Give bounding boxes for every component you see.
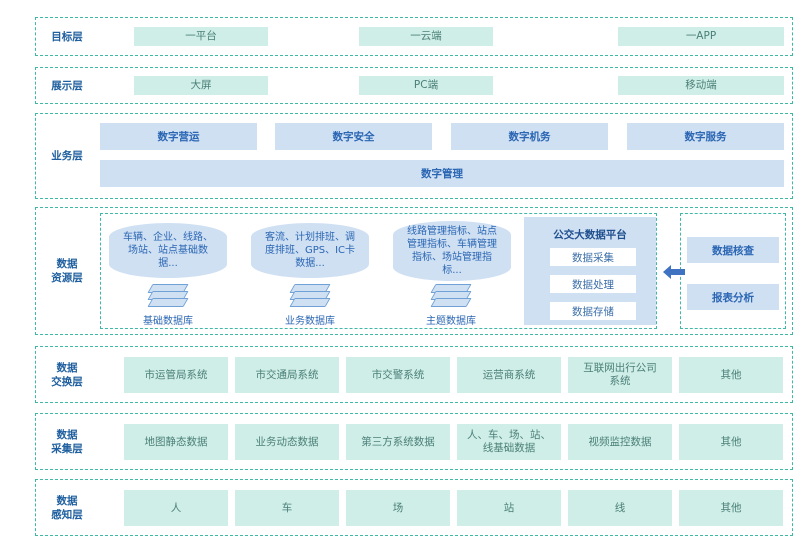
database-stack-icon — [146, 284, 190, 310]
sense-item-person[interactable]: 人 — [124, 490, 228, 526]
database-business-label: 业务数据库 — [285, 316, 335, 327]
layer-label: 业务层 — [51, 150, 83, 162]
exchange-item-operator[interactable]: 运营商系统 — [457, 357, 561, 393]
collect-item-map[interactable]: 地图静态数据 — [124, 424, 228, 460]
exchange-item-traffic-bureau[interactable]: 市交通局系统 — [235, 357, 339, 393]
exchange-item-police[interactable]: 市交警系统 — [346, 357, 450, 393]
collect-item-video[interactable]: 视频监控数据 — [568, 424, 672, 460]
display-item-screen[interactable]: 大屏 — [134, 76, 268, 95]
collect-item-basic[interactable]: 人、车、场、站、 线基础数据 — [457, 424, 561, 460]
arrow-left-icon — [663, 265, 685, 279]
database-basic-label: 基础数据库 — [143, 316, 193, 327]
business-item-safety[interactable]: 数字安全 — [275, 123, 432, 150]
layer-label: 展示层 — [51, 79, 83, 92]
bigdata-platform[interactable]: 公交大数据平台 数据采集 数据处理 数据存储 — [524, 217, 656, 325]
platform-item-collect[interactable]: 数据采集 — [550, 248, 636, 266]
business-layer: 业务层 数字营运 数字安全 数字机务 数字服务 数字管理 — [35, 113, 793, 199]
target-item-platform[interactable]: 一平台 — [134, 27, 268, 46]
collect-item-business[interactable]: 业务动态数据 — [235, 424, 339, 460]
database-business-content[interactable]: 客流、计划排班、调 度排班、GPS、IC卡 数据... — [251, 223, 369, 278]
collect-item-third-party[interactable]: 第三方系统数据 — [346, 424, 450, 460]
sense-item-line[interactable]: 线 — [568, 490, 672, 526]
layer-label: 数据 采集层 — [51, 428, 83, 455]
business-item-maintenance[interactable]: 数字机务 — [451, 123, 608, 150]
database-stack-icon — [288, 284, 332, 310]
collect-item-other[interactable]: 其他 — [679, 424, 783, 460]
exchange-item-transport-bureau[interactable]: 市运管局系统 — [124, 357, 228, 393]
target-item-app[interactable]: 一APP — [618, 27, 784, 46]
display-layer: 展示层 大屏 PC端 移动端 — [35, 67, 793, 104]
display-item-pc[interactable]: PC端 — [359, 76, 493, 95]
sense-item-other[interactable]: 其他 — [679, 490, 783, 526]
analysis-group — [680, 213, 786, 329]
platform-item-process[interactable]: 数据处理 — [550, 275, 636, 293]
layer-label: 数据 交换层 — [51, 361, 83, 388]
exchange-item-other[interactable]: 其他 — [679, 357, 783, 393]
sense-item-yard[interactable]: 场 — [346, 490, 450, 526]
database-group — [100, 213, 657, 329]
display-item-mobile[interactable]: 移动端 — [618, 76, 784, 95]
layer-label: 目标层 — [51, 30, 83, 43]
target-layer: 目标层 一平台 一云端 一APP — [35, 17, 793, 56]
side-item-report[interactable]: 报表分析 — [687, 284, 779, 310]
platform-item-storage[interactable]: 数据存储 — [550, 302, 636, 320]
collect-layer: 数据 采集层 地图静态数据 业务动态数据 第三方系统数据 人、车、场、站、 线基… — [35, 413, 793, 470]
sense-item-vehicle[interactable]: 车 — [235, 490, 339, 526]
data-resource-layer: 数据 资源层 车辆、企业、线路、 场站、站点基础数 据... 基础数据库 客流、… — [35, 207, 793, 335]
database-basic-content[interactable]: 车辆、企业、线路、 场站、站点基础数 据... — [109, 223, 227, 278]
layer-label: 数据 资源层 — [51, 258, 83, 284]
sense-item-station[interactable]: 站 — [457, 490, 561, 526]
database-topic-content[interactable]: 线路管理指标、站点 管理指标、车辆管理 指标、场站管理指 标... — [393, 221, 511, 281]
business-item-operation[interactable]: 数字营运 — [100, 123, 257, 150]
target-item-cloud[interactable]: 一云端 — [359, 27, 493, 46]
sense-layer: 数据 感知层 人 车 场 站 线 其他 — [35, 479, 793, 536]
layer-label: 数据 感知层 — [51, 494, 83, 521]
side-item-verify[interactable]: 数据核查 — [687, 237, 779, 263]
exchange-item-internet[interactable]: 互联网出行公司 系统 — [568, 357, 672, 393]
platform-title: 公交大数据平台 — [553, 229, 627, 241]
database-topic-label: 主题数据库 — [426, 316, 476, 327]
business-item-management[interactable]: 数字管理 — [100, 160, 784, 187]
exchange-layer: 数据 交换层 市运管局系统 市交通局系统 市交警系统 运营商系统 互联网出行公司… — [35, 346, 793, 403]
database-stack-icon — [429, 284, 473, 310]
business-item-service[interactable]: 数字服务 — [627, 123, 784, 150]
